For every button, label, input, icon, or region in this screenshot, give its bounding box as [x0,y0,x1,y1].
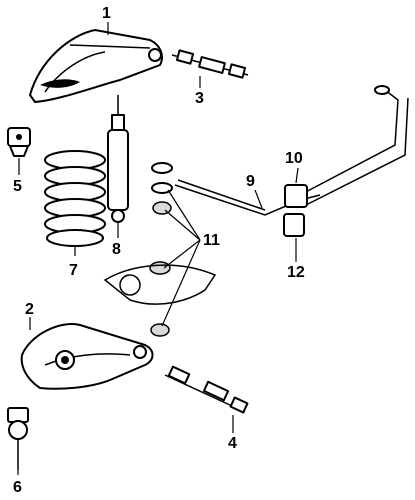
callout-12: 12 [287,264,305,281]
bushing-bracket [7,127,31,157]
strut-rod [164,365,249,414]
lower-control-arm [20,323,154,390]
callout-1: 1 [102,5,111,22]
upper-control-arm [29,29,163,103]
coil-spring [44,150,106,247]
callout-4: 4 [228,435,237,452]
callout-5: 5 [13,178,22,195]
stabilizer-bar [174,85,409,216]
callout-10: 10 [285,150,303,167]
adjusting-shaft [171,49,249,79]
callout-8: 8 [112,241,121,258]
stabilizer-bracket [283,184,308,237]
callout-7: 7 [69,262,78,279]
callout-3: 3 [195,90,204,107]
lower-arm-background [103,264,217,305]
leader-lines [17,22,299,475]
ball-joint [7,407,29,470]
callout-2: 2 [25,301,34,318]
callout-9: 9 [246,173,255,190]
callout-6: 6 [13,479,22,496]
shock-absorber [107,95,129,223]
callout-11: 11 [203,232,220,249]
